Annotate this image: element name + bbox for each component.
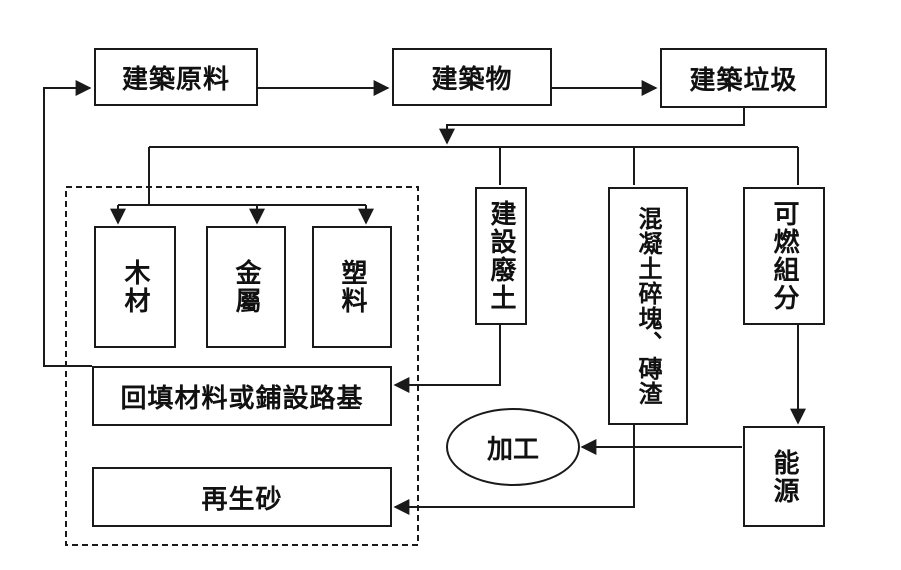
node-backfill: 回填材料或鋪設路基 — [92, 366, 392, 426]
arrow-loop-to-raw — [43, 80, 92, 367]
node-processing: 加工 — [446, 408, 580, 486]
node-plastic: 塑料 — [312, 226, 392, 348]
node-combustibles: 可燃組分 — [743, 187, 825, 325]
arrow-concrete-to-sand — [393, 425, 635, 515]
node-construction-soil: 建設廢土 — [475, 187, 527, 325]
node-concrete-rubble: 混凝土碎塊、磚渣 — [608, 187, 688, 425]
node-raw-materials: 建築原料 — [94, 48, 258, 106]
node-construction-waste: 建築垃圾 — [660, 48, 827, 108]
node-energy: 能源 — [743, 426, 825, 527]
node-metal: 金屬 — [206, 226, 286, 348]
arrow-waste-down — [439, 108, 745, 145]
node-building: 建築物 — [392, 48, 552, 106]
node-wood: 木材 — [94, 226, 176, 348]
arrow-soil-to-backfill — [393, 325, 501, 393]
node-recycled-sand: 再生砂 — [92, 467, 392, 527]
